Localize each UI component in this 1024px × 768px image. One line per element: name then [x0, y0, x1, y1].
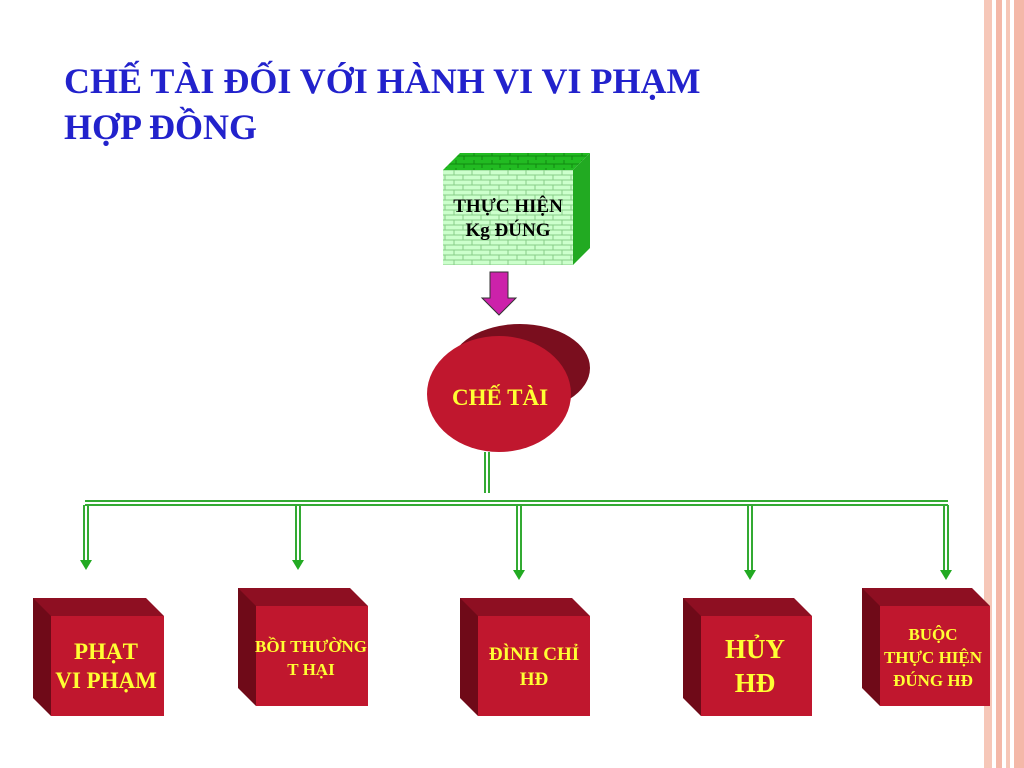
branch-arrow-3 [513, 505, 525, 580]
top-box-side-face [573, 153, 590, 265]
branch-box-1 [33, 598, 164, 716]
page-title: CHẾ TÀI ĐỐI VỚI HÀNH VI VI PHẠM HỢP ĐỒNG [64, 58, 924, 150]
branch-arrow-1 [80, 505, 92, 570]
top-box-label: THỰC HIỆN Kg ĐÚNG [430, 190, 586, 248]
branch-box-4 [683, 598, 812, 716]
branch-box-3 [460, 598, 590, 716]
branch-arrows [80, 505, 952, 580]
top-box [443, 153, 590, 265]
center-node-face [427, 336, 571, 452]
branch-label-5: BUỘC THỰC HIỆN ĐÚNG HĐ [883, 624, 983, 690]
connector-lines [85, 452, 948, 506]
top-box-front-face [443, 170, 573, 265]
branch-arrow-2 [292, 505, 304, 570]
top-box-line-2: Kg ĐÚNG [465, 220, 551, 241]
branch-arrow-5 [940, 505, 952, 580]
down-arrow-icon [480, 271, 518, 316]
top-box-line-1: THỰC HIỆN [453, 196, 563, 217]
title-line-2: HỢP ĐỒNG [64, 107, 258, 147]
branch-arrow-4 [744, 505, 756, 580]
branch-label-3: ĐÌNH CHỈ HĐ [488, 644, 580, 690]
title-line-1: CHẾ TÀI ĐỐI VỚI HÀNH VI VI PHẠM [64, 61, 701, 101]
branch-label-1: PHẠT VI PHẠM [55, 639, 157, 693]
center-node [427, 324, 590, 452]
branch-box-2 [238, 588, 368, 706]
branch-label-4: HỦY HĐ [725, 634, 785, 698]
center-node-label: CHẾ TÀI [451, 385, 549, 410]
branch-label-2: BỒI THƯỜNG T HẠI [255, 637, 367, 679]
branch-box-5 [862, 588, 990, 706]
top-box-top-face [443, 153, 590, 170]
